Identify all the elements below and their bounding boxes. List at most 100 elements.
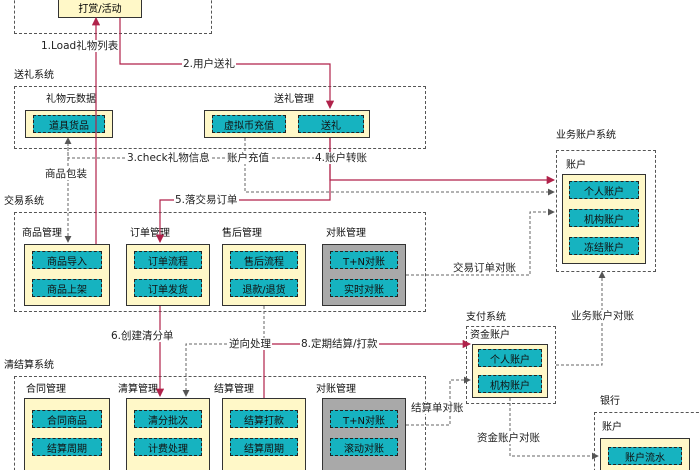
gift-manage-title: 送礼管理 [274,94,314,105]
trade-group-1-item-0: 订单流程 [134,251,202,269]
clearing-group-2-item-0: 结算打款 [230,410,298,428]
pay-account-item-0-label: 个人账户 [490,354,530,366]
trade-group-1-item-1: 订单发货 [134,279,202,297]
biz-account-system [556,150,656,272]
pay-system-title: 支付系统 [466,312,506,323]
trade-group-0-item-1: 商品上架 [32,279,102,297]
label-check-gift: 3.check礼物信息 [126,152,211,164]
label-settlement: 8.定期结算/打款 [300,338,379,350]
label-account-transfer: 4.账户转账 [314,152,369,164]
trade-group-2-item-0: 售后流程 [230,251,298,269]
trade-system-title: 交易系统 [4,196,44,207]
edge-biz-reconcile [556,271,606,366]
trade-group-2-item-1-label: 退款/退货 [242,284,286,296]
clearing-group-0-item-0-label: 合同商品 [47,415,87,427]
pay-account-item-0: 个人账户 [478,349,542,367]
biz-account-system-title: 业务账户系统 [556,130,616,141]
trade-group-0-item-0-label: 商品导入 [47,256,87,268]
trade-group-0-title: 商品管理 [22,228,62,239]
gift-system-title: 送礼系统 [14,70,54,81]
clearing-group-1-item-0-label: 清分批次 [148,415,188,427]
pay-account-item-1: 机构账户 [478,375,542,393]
clearing-group-3-item-1: 滚动对账 [330,438,398,456]
biz-account-item-1: 机构账户 [569,209,639,227]
edge-fund-reconcile [509,398,599,460]
label-account-recharge: 账户充值 [226,152,270,164]
gift-meta-item-label: 道具货品 [49,120,89,132]
label-settle-reconcile: 结算单对账 [410,402,465,414]
trade-system [14,212,426,312]
trade-group-3-title: 对账管理 [326,228,366,239]
clearing-group-1-item-0: 清分批次 [134,410,202,428]
bank-system [594,412,700,470]
edge-reverse [182,306,265,397]
trade-group-3-item-0: T+N对账 [330,251,398,269]
bank-title: 银行 [600,396,620,407]
label-reverse: 逆向处理 [228,338,272,350]
clearing-system-title: 清结算系统 [4,360,54,371]
clearing-group-1-item-1: 计费处理 [134,438,202,456]
biz-account-sub-title: 账户 [566,160,586,171]
clearing-group-3-title: 对账管理 [316,384,356,395]
clearing-group-2-item-1: 结算周期 [230,438,298,456]
label-user-gift: 2.用户送礼 [182,58,237,70]
gift-meta-title: 礼物元数据 [46,94,96,105]
bank-account-item-label: 账户流水 [625,452,665,464]
label-biz-reconcile: 业务账户对账 [570,310,635,322]
gift-manage-item-0-label: 虚拟币充值 [224,120,274,132]
biz-account-item-2: 冻结账户 [569,237,639,255]
clearing-group-3-item-0: T+N对账 [330,410,398,428]
bank-sub-title: 账户 [602,422,622,433]
gift-manage-item-0: 虚拟币充值 [212,115,286,133]
gift-meta-item: 道具货品 [33,115,105,133]
label-place-order: 5.落交易订单 [174,194,239,206]
clearing-group-0-item-1: 结算周期 [32,438,102,456]
clearing-group-1-item-1-label: 计费处理 [148,443,188,455]
label-load-gifts: 1.Load礼物列表 [40,40,120,52]
biz-account-item-0: 个人账户 [569,181,639,199]
gift-manage-item-1-label: 送礼 [321,120,341,132]
biz-account-item-1-label: 机构账户 [584,214,624,226]
trade-group-0-item-1-label: 商品上架 [47,284,87,296]
trade-group-2-title: 售后管理 [222,228,262,239]
trade-group-3-item-1-label: 实时对账 [344,284,384,296]
biz-account-item-0-label: 个人账户 [584,186,624,198]
trade-group-1-title: 订单管理 [130,228,170,239]
clearing-group-3-item-0-label: T+N对账 [343,415,385,427]
gift-system [14,86,426,149]
trade-group-0-item-0: 商品导入 [32,251,102,269]
trade-group-3-item-1: 实时对账 [330,279,398,297]
trade-group-2-item-0-label: 售后流程 [244,256,284,268]
gift-manage-item-1: 送礼 [298,115,364,133]
trade-group-1-item-1-label: 订单发货 [148,284,188,296]
top-box-frame [14,0,212,34]
pay-sub-title: 资金账户 [470,330,510,341]
pay-account-item-1-label: 机构账户 [490,380,530,392]
trade-group-3-item-0-label: T+N对账 [343,256,385,268]
bank-account-item: 账户流水 [608,447,682,465]
trade-group-1-item-0-label: 订单流程 [148,256,188,268]
clearing-group-0-title: 合同管理 [26,384,66,395]
edge-settlement [263,339,472,398]
clearing-group-0-item-0: 合同商品 [32,410,102,428]
clearing-system [14,376,426,470]
pay-system [466,326,556,404]
clearing-group-3-item-1-label: 滚动对账 [344,443,384,455]
clearing-group-2-item-0-label: 结算打款 [244,415,284,427]
label-goods-pack: 商品包装 [44,168,88,180]
clearing-group-2-title: 结算管理 [214,384,254,395]
clearing-group-2-item-1-label: 结算周期 [244,443,284,455]
label-trade-reconcile: 交易订单对账 [452,262,517,274]
edge-place-order [155,138,331,244]
edge-account-recharge [244,138,555,196]
clearing-group-0-item-1-label: 结算周期 [47,443,87,455]
label-create-clearing: 6.创建清分单 [110,330,175,342]
edge-trade-reconcile [406,208,555,276]
reward-activity-label: 打赏/活动 [78,3,122,15]
trade-group-2-item-1: 退款/退货 [230,279,298,297]
label-fund-reconcile: 资金账户对账 [476,432,541,444]
clearing-group-1-title: 清算管理 [118,384,158,395]
biz-account-item-2-label: 冻结账户 [584,242,624,254]
